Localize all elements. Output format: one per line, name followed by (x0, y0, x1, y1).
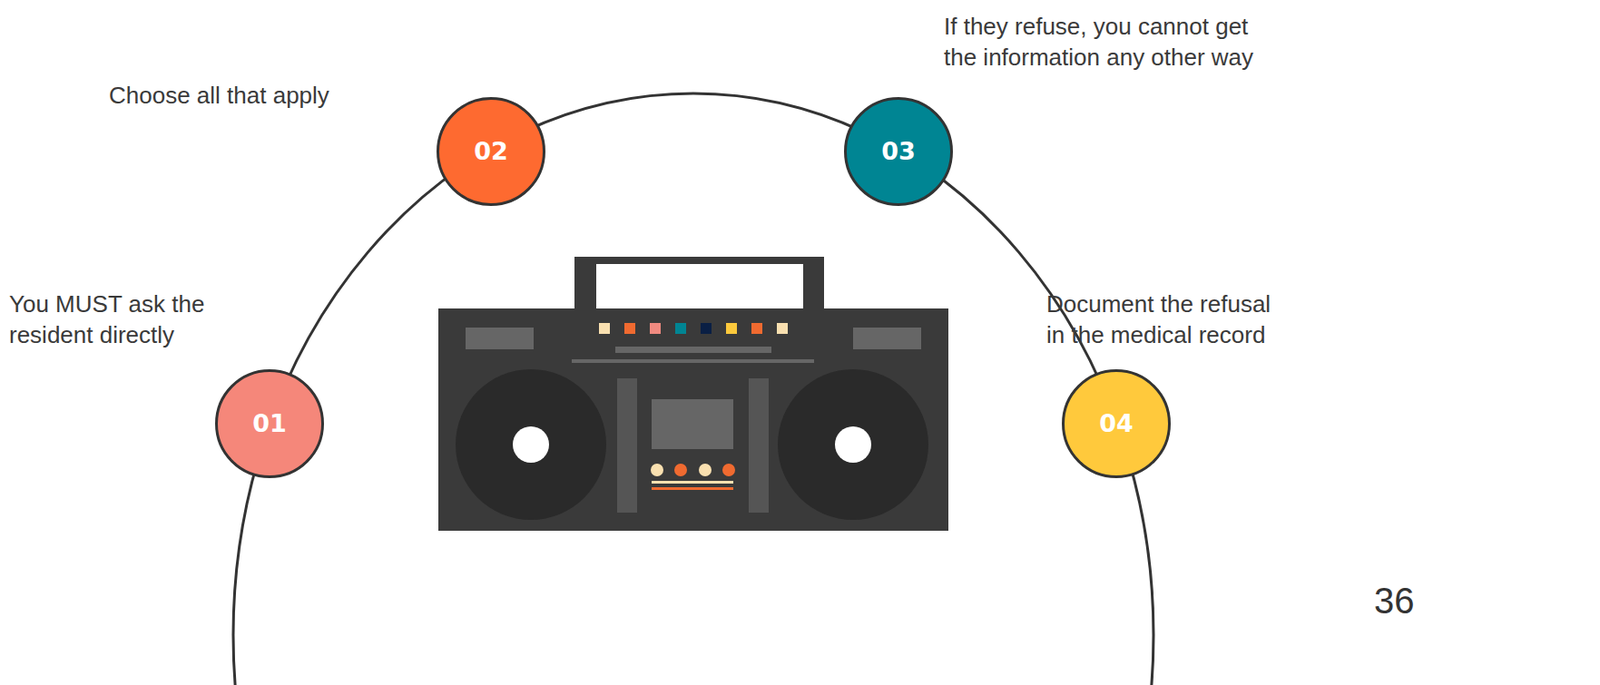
speaker-center (512, 426, 550, 463)
button (598, 323, 610, 334)
numbered-circle: 03If they refuse, you cannot get the inf… (844, 97, 953, 207)
callout-number: 03 (844, 97, 953, 207)
button (675, 323, 687, 334)
step-text: Document the refusal in the medical reco… (1046, 288, 1287, 352)
numbered-circle: 04Document the refusal in the medical re… (1061, 369, 1171, 479)
button (751, 323, 763, 334)
bar (617, 378, 638, 513)
boombox (438, 256, 949, 531)
screen (651, 399, 734, 450)
step-text: If they refuse, you cannot get the infor… (943, 10, 1267, 74)
knob (698, 463, 712, 477)
knob (674, 463, 688, 477)
button (726, 323, 737, 334)
page-number: 36 (1374, 580, 1415, 622)
speaker (777, 369, 929, 521)
callout-number: 04 (1061, 369, 1171, 479)
callout-number: 01 (215, 369, 324, 479)
handle (574, 256, 825, 314)
handle-gap (596, 264, 804, 310)
knob (722, 463, 736, 477)
button (624, 323, 636, 334)
speaker-center (834, 426, 872, 463)
stripe (651, 487, 734, 491)
button (776, 323, 788, 334)
step-text: You MUST ask the resident directly (9, 288, 250, 352)
callout-number: 02 (436, 97, 546, 207)
speaker (455, 369, 607, 521)
body (438, 308, 949, 531)
bar (748, 378, 769, 513)
panel (465, 327, 534, 350)
slot (615, 346, 772, 354)
button (649, 323, 661, 334)
numbered-circle: 02Choose all that apply (436, 97, 546, 207)
numbered-circle: 01You MUST ask the resident directly (215, 369, 324, 479)
knob (650, 463, 664, 477)
ring-arc (233, 93, 1154, 685)
step-text: Choose all that apply (108, 79, 418, 111)
panel (853, 327, 922, 350)
slot (571, 359, 815, 364)
button (700, 323, 712, 334)
stripe (651, 480, 734, 484)
